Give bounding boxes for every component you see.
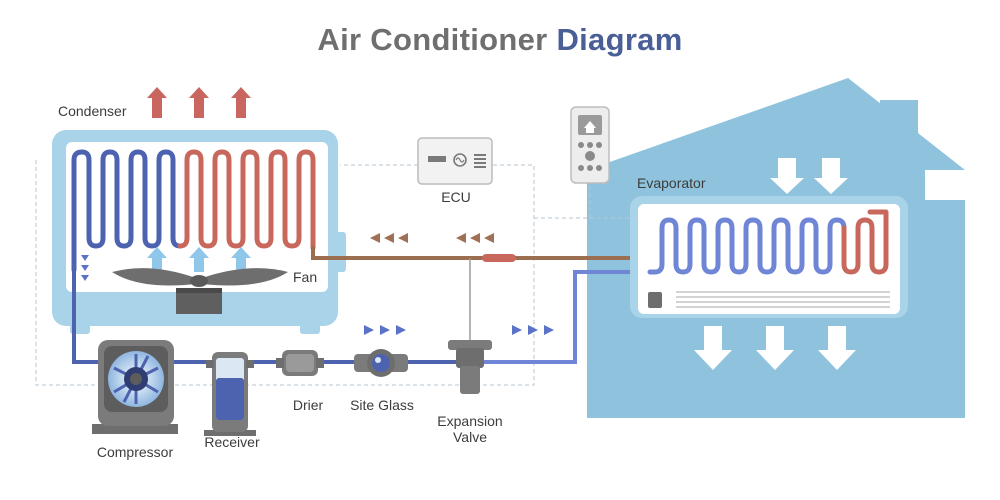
liquid-flow-arrows <box>364 325 554 335</box>
hot-pipe-flow-arrows <box>370 233 494 243</box>
title-part2: Diagram <box>556 22 683 57</box>
condenser-coil-hot <box>177 149 316 251</box>
condenser-flow-arrows <box>81 255 89 281</box>
fan-label: Fan <box>293 269 318 285</box>
evaporator-unit <box>630 196 908 318</box>
ecu-icon <box>417 137 493 185</box>
site-glass-label: Site Glass <box>350 397 414 413</box>
cool-air-out-arrows <box>694 326 856 370</box>
site-glass-icon <box>354 349 408 377</box>
compressor-label: Compressor <box>96 444 174 460</box>
evaporator-label: Evaporator <box>637 175 706 191</box>
expansion-valve-icon <box>448 340 492 394</box>
condenser-label: Condenser <box>58 103 127 119</box>
receiver-label: Receiver <box>204 434 260 450</box>
airflow-up-arrows <box>147 247 251 272</box>
evaporator-coil-warm <box>841 209 889 275</box>
page-title: Air Conditioner Diagram <box>0 22 1000 58</box>
expansion-valve-label-line1: Expansion <box>437 413 503 429</box>
compressor-icon <box>92 340 178 434</box>
suction-line-pipe <box>478 270 652 364</box>
fan-icon <box>112 268 288 314</box>
evaporator-coil-cool <box>647 217 847 275</box>
ecu-label: ECU <box>441 189 471 205</box>
receiver-icon <box>204 352 256 436</box>
title-part1: Air Conditioner <box>317 22 548 57</box>
drier-label: Drier <box>292 397 324 413</box>
expansion-valve-label-line2: Valve <box>453 429 487 445</box>
remote-control-icon <box>570 106 610 184</box>
heat-out-arrows <box>147 87 251 118</box>
sensing-bulb <box>482 254 516 262</box>
air-in-arrows <box>770 158 848 194</box>
drier-icon <box>276 350 324 376</box>
condenser-coil-cool <box>71 149 183 273</box>
control-wiring-dashed <box>35 160 640 386</box>
